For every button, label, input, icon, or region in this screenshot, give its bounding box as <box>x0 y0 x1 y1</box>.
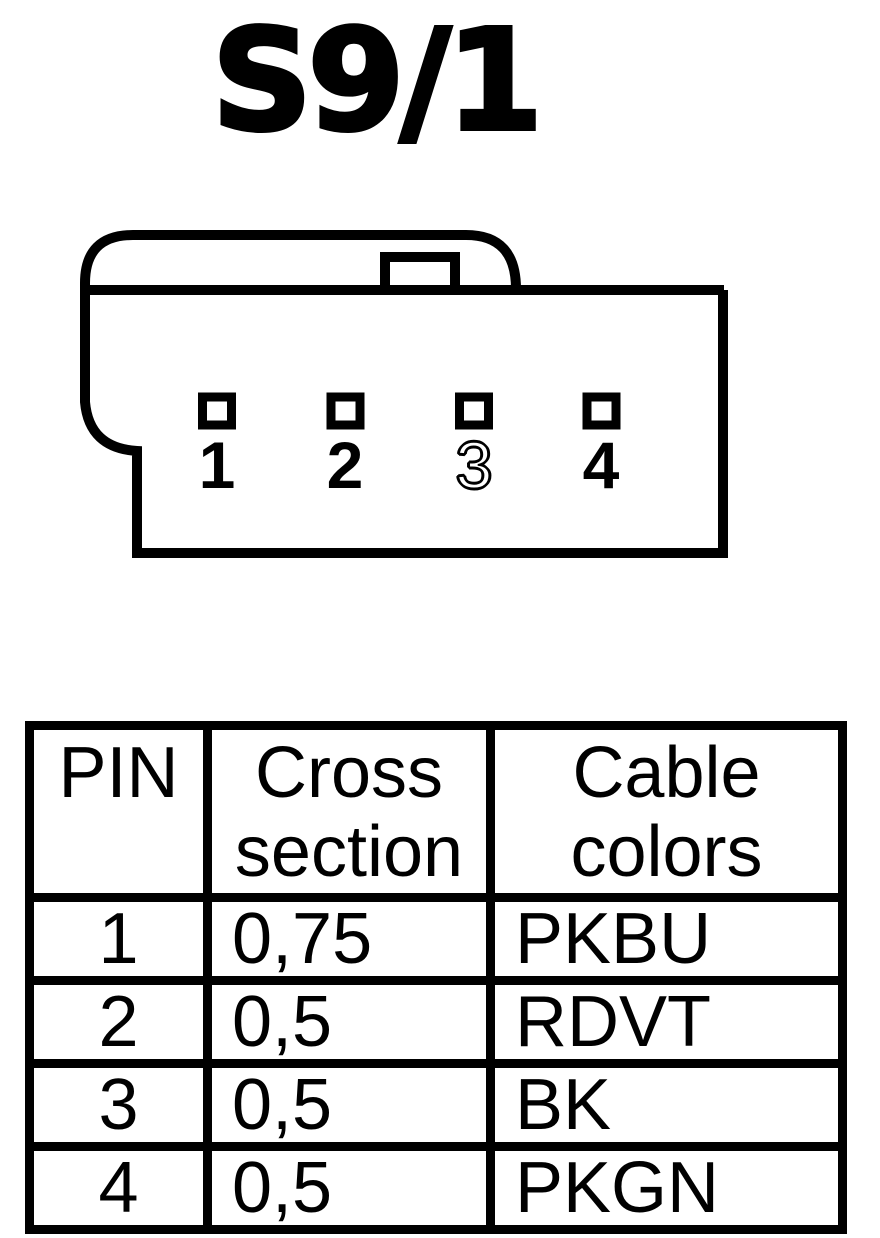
header-cross-section: Cross section <box>203 720 495 903</box>
pin-number-4: 4 <box>582 428 620 502</box>
pin-square-3 <box>455 392 493 430</box>
cross-section-cell: 0,5 <box>203 976 495 1069</box>
pinout-table: PIN Cross section Cable colors 1 0,75 PK… <box>25 720 847 1235</box>
cross-section-cell: 0,5 <box>203 1059 495 1152</box>
pin-square-4 <box>582 392 621 430</box>
pin-cell: 3 <box>25 1059 212 1152</box>
pin-cell: 2 <box>25 976 212 1069</box>
connector-title: S9/1 <box>210 0 546 163</box>
pin-number-2: 2 <box>326 428 364 502</box>
cable-color-cell: PKBU <box>486 893 847 986</box>
connector-body <box>80 290 728 558</box>
table-row: 4 0,5 PKGN <box>25 1142 847 1235</box>
cable-color-cell: BK <box>486 1059 847 1152</box>
pin-square-2 <box>326 392 365 430</box>
pin-square-1 <box>198 392 236 430</box>
pin-cell: 4 <box>25 1142 212 1235</box>
pin-number-3: 3 <box>455 428 494 502</box>
header-pin: PIN <box>25 720 212 903</box>
cross-section-cell: 0,75 <box>203 893 495 986</box>
pin-number-1: 1 <box>198 428 236 502</box>
cable-color-cell: PKGN <box>486 1142 847 1235</box>
connector-latch-tab <box>380 252 460 288</box>
cable-color-cell: RDVT <box>486 976 847 1069</box>
cross-section-cell: 0,5 <box>203 1142 495 1235</box>
connector-lid <box>80 230 521 291</box>
table-row: 1 0,75 PKBU <box>25 893 847 986</box>
table-header-row: PIN Cross section Cable colors <box>25 720 847 903</box>
table-row: 3 0,5 BK <box>25 1059 847 1152</box>
table-row: 2 0,5 RDVT <box>25 976 847 1069</box>
pin-cell: 1 <box>25 893 212 986</box>
connector-diagram <box>80 230 728 558</box>
header-cable-colors: Cable colors <box>486 720 847 903</box>
